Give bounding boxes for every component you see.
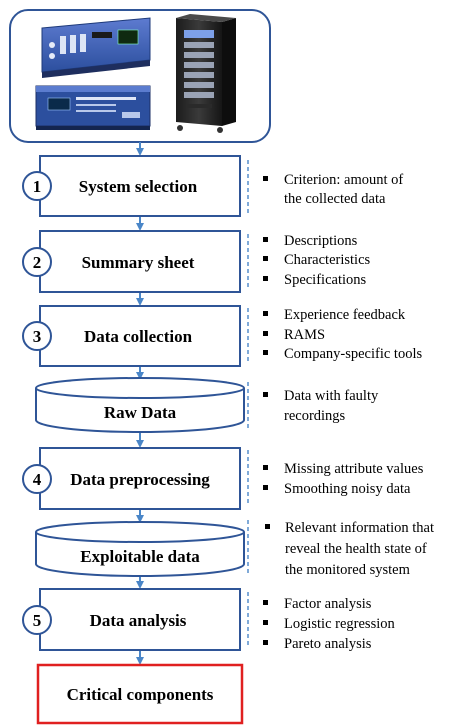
- note-line: Experience feedback: [284, 307, 406, 323]
- step-title: Data collection: [84, 327, 193, 346]
- step-2-box: 2 Summary sheet: [22, 230, 241, 293]
- step-title: Raw Data: [104, 403, 177, 422]
- step-1-box: 1 System selection: [22, 155, 241, 217]
- note-line: reveal the health state of: [285, 541, 427, 557]
- step-1-notes: Criterion: amount of the collected data: [263, 172, 403, 207]
- step-title: Critical components: [67, 685, 214, 704]
- note-line: RAMS: [284, 327, 325, 343]
- step-3-box: 3 Data collection: [22, 305, 241, 367]
- note-line: Criterion: amount of: [284, 172, 403, 188]
- note-line: Relevant information that: [285, 520, 434, 536]
- note-line: Characteristics: [284, 252, 371, 268]
- note-line: Specifications: [284, 272, 367, 288]
- note-line: the monitored system: [285, 562, 411, 578]
- note-line: Factor analysis: [284, 596, 372, 612]
- note-line: Missing attribute values: [284, 461, 424, 477]
- critical-components-box: Critical components: [36, 663, 244, 725]
- note-line: the collected data: [284, 191, 386, 207]
- equipment-picture: [9, 9, 271, 143]
- step-3-notes: Experience feedback RAMS Company-specifi…: [263, 307, 422, 362]
- step-title: Summary sheet: [82, 253, 195, 272]
- step-number: 3: [33, 327, 42, 346]
- step-5-notes: Factor analysis Logistic regression Pare…: [263, 596, 395, 652]
- cabinet-server-icon: [176, 14, 236, 133]
- note-line: Smoothing noisy data: [284, 481, 411, 497]
- step-number: 2: [33, 253, 42, 272]
- note-line: Logistic regression: [284, 616, 395, 632]
- step-number: 4: [33, 470, 42, 489]
- step-title: Exploitable data: [80, 547, 200, 566]
- note-line: Pareto analysis: [284, 636, 372, 652]
- step-4-number-badge: [22, 464, 52, 494]
- exploitable-data-notes: Relevant information that reveal the hea…: [265, 520, 434, 578]
- note-line: Data with faulty: [284, 388, 379, 404]
- step-2-number-badge: [22, 247, 52, 277]
- step-title: Data preprocessing: [70, 470, 210, 489]
- raw-data-notes: Data with faulty recordings: [263, 388, 379, 424]
- step-4-box: 4 Data preprocessing: [22, 447, 241, 510]
- rack-device-icon: [41, 17, 151, 78]
- note-line: Company-specific tools: [284, 346, 422, 362]
- pv-monitor-device-icon: [35, 85, 151, 130]
- step-number: 1: [33, 177, 42, 196]
- raw-data-cylinder: Raw Data: [35, 377, 245, 433]
- step-5-number-badge: [22, 605, 52, 635]
- note-line: recordings: [284, 408, 346, 424]
- step-title: Data analysis: [90, 611, 187, 630]
- step-5-box: 5 Data analysis: [22, 588, 241, 651]
- step-2-notes: Descriptions Characteristics Specificati…: [263, 233, 371, 288]
- step-number: 5: [33, 611, 42, 630]
- note-line: Descriptions: [284, 233, 358, 249]
- step-4-notes: Missing attribute values Smoothing noisy…: [263, 461, 424, 497]
- step-3-number-badge: [22, 321, 52, 351]
- step-1-number-badge: [22, 171, 52, 201]
- step-title: System selection: [79, 177, 198, 196]
- exploitable-data-cylinder: Exploitable data: [35, 521, 245, 577]
